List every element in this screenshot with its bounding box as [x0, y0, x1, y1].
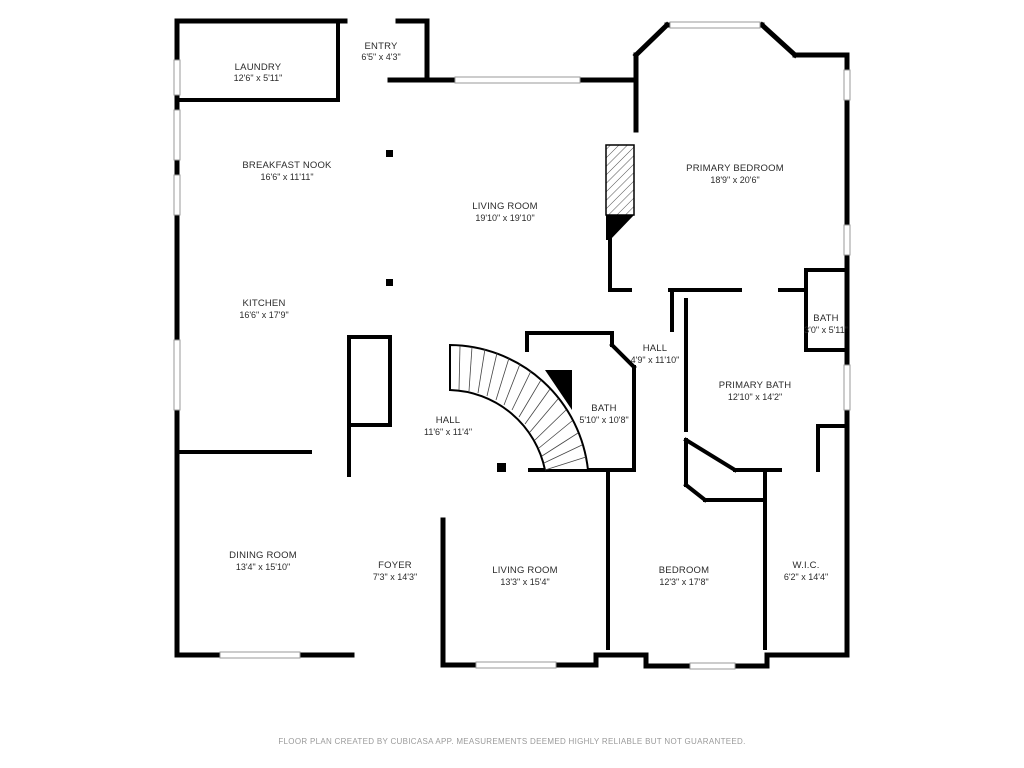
room-size: 16'6" x 17'9": [239, 310, 288, 320]
room-hall: HALL 11'6" x 11'4": [424, 415, 472, 437]
room-bath-small: BATH 3'0" x 5'11": [804, 313, 848, 335]
room-size: 13'3" x 15'4": [500, 577, 549, 587]
windows: [173, 21, 851, 670]
room-name: PRIMARY BATH: [719, 380, 792, 391]
room-name: PRIMARY BEDROOM: [686, 163, 784, 174]
room-name: HALL: [643, 343, 668, 354]
fireplace: [605, 144, 635, 216]
room-size: 19'10" x 19'10": [475, 213, 534, 223]
room-size: 7'3" x 14'3": [373, 572, 417, 582]
room-size: 13'4" x 15'10": [236, 562, 290, 572]
room-name: BREAKFAST NOOK: [242, 160, 332, 171]
room-name: W.I.C.: [792, 560, 819, 571]
room-name: FOYER: [378, 560, 412, 571]
disclaimer-footer: FLOOR PLAN CREATED BY CUBICASA APP. MEAS…: [278, 737, 746, 746]
room-living-room-2: LIVING ROOM 13'3" x 15'4": [492, 565, 558, 587]
room-primary-bedroom: PRIMARY BEDROOM 18'9" x 20'6": [686, 163, 784, 185]
interior-walls: [175, 23, 849, 650]
room-hall-right: HALL 4'9" x 11'10": [631, 343, 680, 365]
room-name: ENTRY: [364, 41, 397, 52]
room-size: 16'6" x 11'11": [260, 172, 313, 182]
room-name: BATH: [591, 403, 616, 414]
room-entry: ENTRY 6'5" x 4'3": [361, 41, 400, 62]
room-size: 6'2" x 14'4": [784, 572, 828, 582]
staircase: [449, 343, 590, 471]
room-living-room: LIVING ROOM 19'10" x 19'10": [472, 201, 538, 223]
room-size: 5'10" x 10'8": [579, 415, 628, 425]
fireplace-hearth: [606, 215, 634, 240]
room-name: LIVING ROOM: [492, 565, 558, 576]
room-size: 12'6" x 5'11": [234, 73, 283, 83]
room-size: 12'3" x 17'8": [659, 577, 708, 587]
room-name: HALL: [436, 415, 461, 426]
room-breakfast-nook: BREAKFAST NOOK 16'6" x 11'11": [242, 160, 332, 182]
room-name: BATH: [813, 313, 838, 324]
room-bedroom: BEDROOM 12'3" x 17'8": [659, 565, 710, 587]
room-wic: W.I.C. 6'2" x 14'4": [784, 560, 828, 582]
room-size: 12'10" x 14'2": [728, 392, 782, 402]
room-primary-bath: PRIMARY BATH 12'10" x 14'2": [719, 380, 792, 402]
structural-posts: [386, 150, 506, 472]
room-size: 18'9" x 20'6": [710, 175, 759, 185]
room-size: 4'9" x 11'10": [631, 355, 680, 365]
room-size: 6'5" x 4'3": [361, 52, 400, 62]
room-size: 11'6" x 11'4": [424, 427, 472, 437]
room-size: 3'0" x 5'11": [804, 325, 848, 335]
room-name: LAUNDRY: [235, 62, 282, 73]
room-name: BEDROOM: [659, 565, 710, 576]
room-dining-room: DINING ROOM 13'4" x 15'10": [229, 550, 297, 572]
room-name: KITCHEN: [242, 298, 285, 309]
room-foyer: FOYER 7'3" x 14'3": [373, 560, 417, 582]
room-kitchen: KITCHEN 16'6" x 17'9": [239, 298, 288, 320]
room-name: DINING ROOM: [229, 550, 297, 561]
room-laundry: LAUNDRY 12'6" x 5'11": [234, 62, 283, 83]
room-bath: BATH 5'10" x 10'8": [579, 403, 628, 425]
room-name: LIVING ROOM: [472, 201, 538, 212]
